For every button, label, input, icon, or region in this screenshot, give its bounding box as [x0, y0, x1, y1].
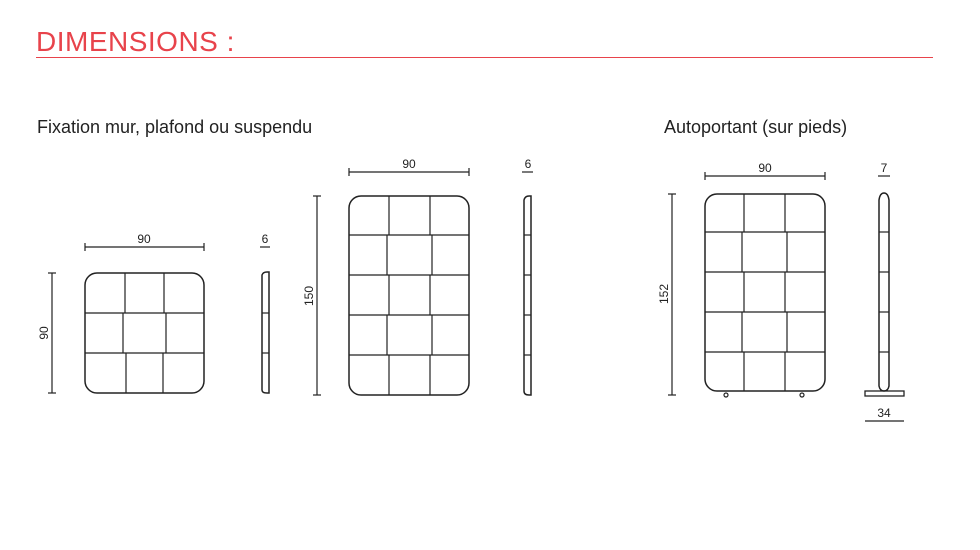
dim-stand-width-label: 90 [758, 161, 772, 175]
section-label-freestanding: Autoportant (sur pieds) [664, 117, 848, 137]
dim-stand-depth-label: 7 [881, 161, 888, 175]
dim-stand-height-label: 152 [657, 284, 671, 304]
panel-stand-side [864, 192, 905, 397]
section-label-wall: Fixation mur, plafond ou suspendu [37, 117, 313, 137]
dim-small-width-label: 90 [137, 232, 151, 246]
dim-tall-width [348, 168, 470, 176]
dim-small-depth-label: 6 [262, 232, 269, 246]
dim-small-width [84, 243, 205, 251]
dim-stand-height [668, 193, 676, 396]
dim-tall-width-label: 90 [402, 157, 416, 171]
panel-stand-front [704, 193, 826, 398]
panel-small-side [261, 271, 270, 394]
panel-tall-front [348, 195, 470, 396]
panel-small-front [84, 272, 205, 394]
dim-small-height [48, 272, 56, 394]
panel-tall-side [523, 195, 532, 396]
dim-stand-width [704, 172, 826, 180]
dim-tall-height-label: 150 [302, 286, 316, 306]
title-underline [36, 57, 933, 58]
dim-tall-depth-label: 6 [525, 157, 532, 171]
page-title: DIMENSIONS : [36, 26, 235, 57]
dim-tall-height [313, 195, 321, 396]
dim-small-height-label: 90 [37, 326, 51, 340]
dim-stand-base-label: 34 [877, 406, 891, 420]
